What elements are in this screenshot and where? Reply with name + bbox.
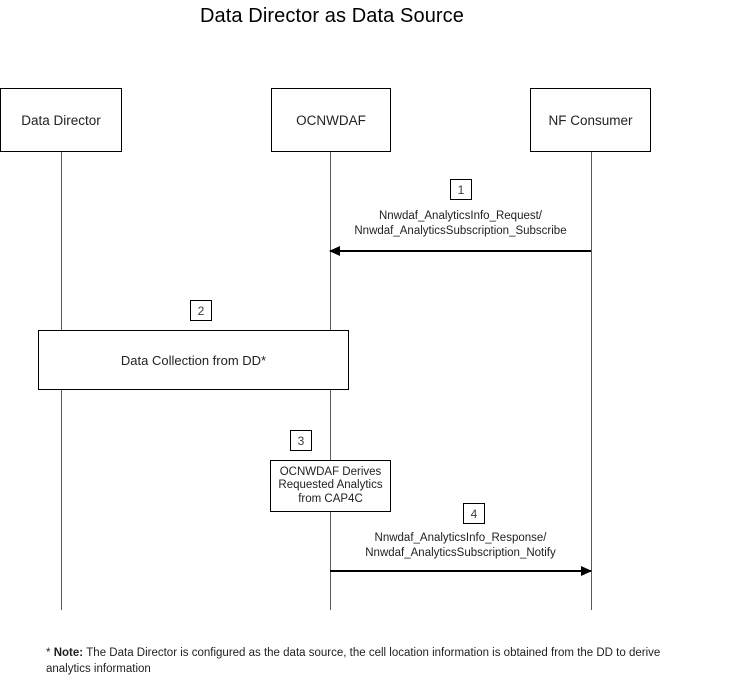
process-box-label: OCNWDAF Derives <box>279 465 382 478</box>
participant-data-director[interactable]: Data Director <box>0 88 122 152</box>
message-arrow-4 <box>330 570 591 572</box>
participant-label: Data Director <box>21 112 101 128</box>
message-label-1: Nnwdaf_AnalyticsInfo_Request/ Nnwdaf_Ana… <box>330 209 591 238</box>
process-box-derive-analytics[interactable]: OCNWDAF Derives Requested Analytics from… <box>270 460 391 512</box>
message-label-4: Nnwdaf_AnalyticsInfo_Response/ Nnwdaf_An… <box>330 531 591 560</box>
participant-nf-consumer[interactable]: NF Consumer <box>530 88 651 152</box>
lifeline-nf-consumer <box>590 152 592 610</box>
step-badge-2: 2 <box>190 300 212 321</box>
process-box-data-collection[interactable]: Data Collection from DD* <box>38 330 349 390</box>
message-arrow-1 <box>330 250 591 252</box>
process-box-label: Requested Analytics <box>278 479 383 492</box>
message-label-line: Nnwdaf_AnalyticsSubscription_Subscribe <box>354 224 567 237</box>
participant-label: NF Consumer <box>548 112 633 128</box>
step-badge-3: 3 <box>290 430 312 451</box>
message-label-line: Nnwdaf_AnalyticsInfo_Response/ <box>374 532 547 544</box>
participant-ocnwdaf[interactable]: OCNWDAF <box>271 88 391 152</box>
footnote-text: The Data Director is configured as the d… <box>46 647 661 675</box>
process-box-label: from CAP4C <box>298 492 363 505</box>
message-label-line: Nnwdaf_AnalyticsInfo_Request/ <box>378 210 542 222</box>
step-badge-1: 1 <box>450 179 472 200</box>
process-box-label: Data Collection from DD* <box>120 352 267 368</box>
footnote-bold-prefix: Note: <box>53 647 84 659</box>
message-label-line: Nnwdaf_AnalyticsSubscription_Notify <box>365 546 556 559</box>
footnote: * Note: The Data Director is configured … <box>46 645 706 677</box>
footnote-marker: * <box>46 647 51 659</box>
page-title: Data Director as Data Source <box>199 5 465 27</box>
step-badge-4: 4 <box>463 503 485 524</box>
participant-label: OCNWDAF <box>296 112 366 128</box>
